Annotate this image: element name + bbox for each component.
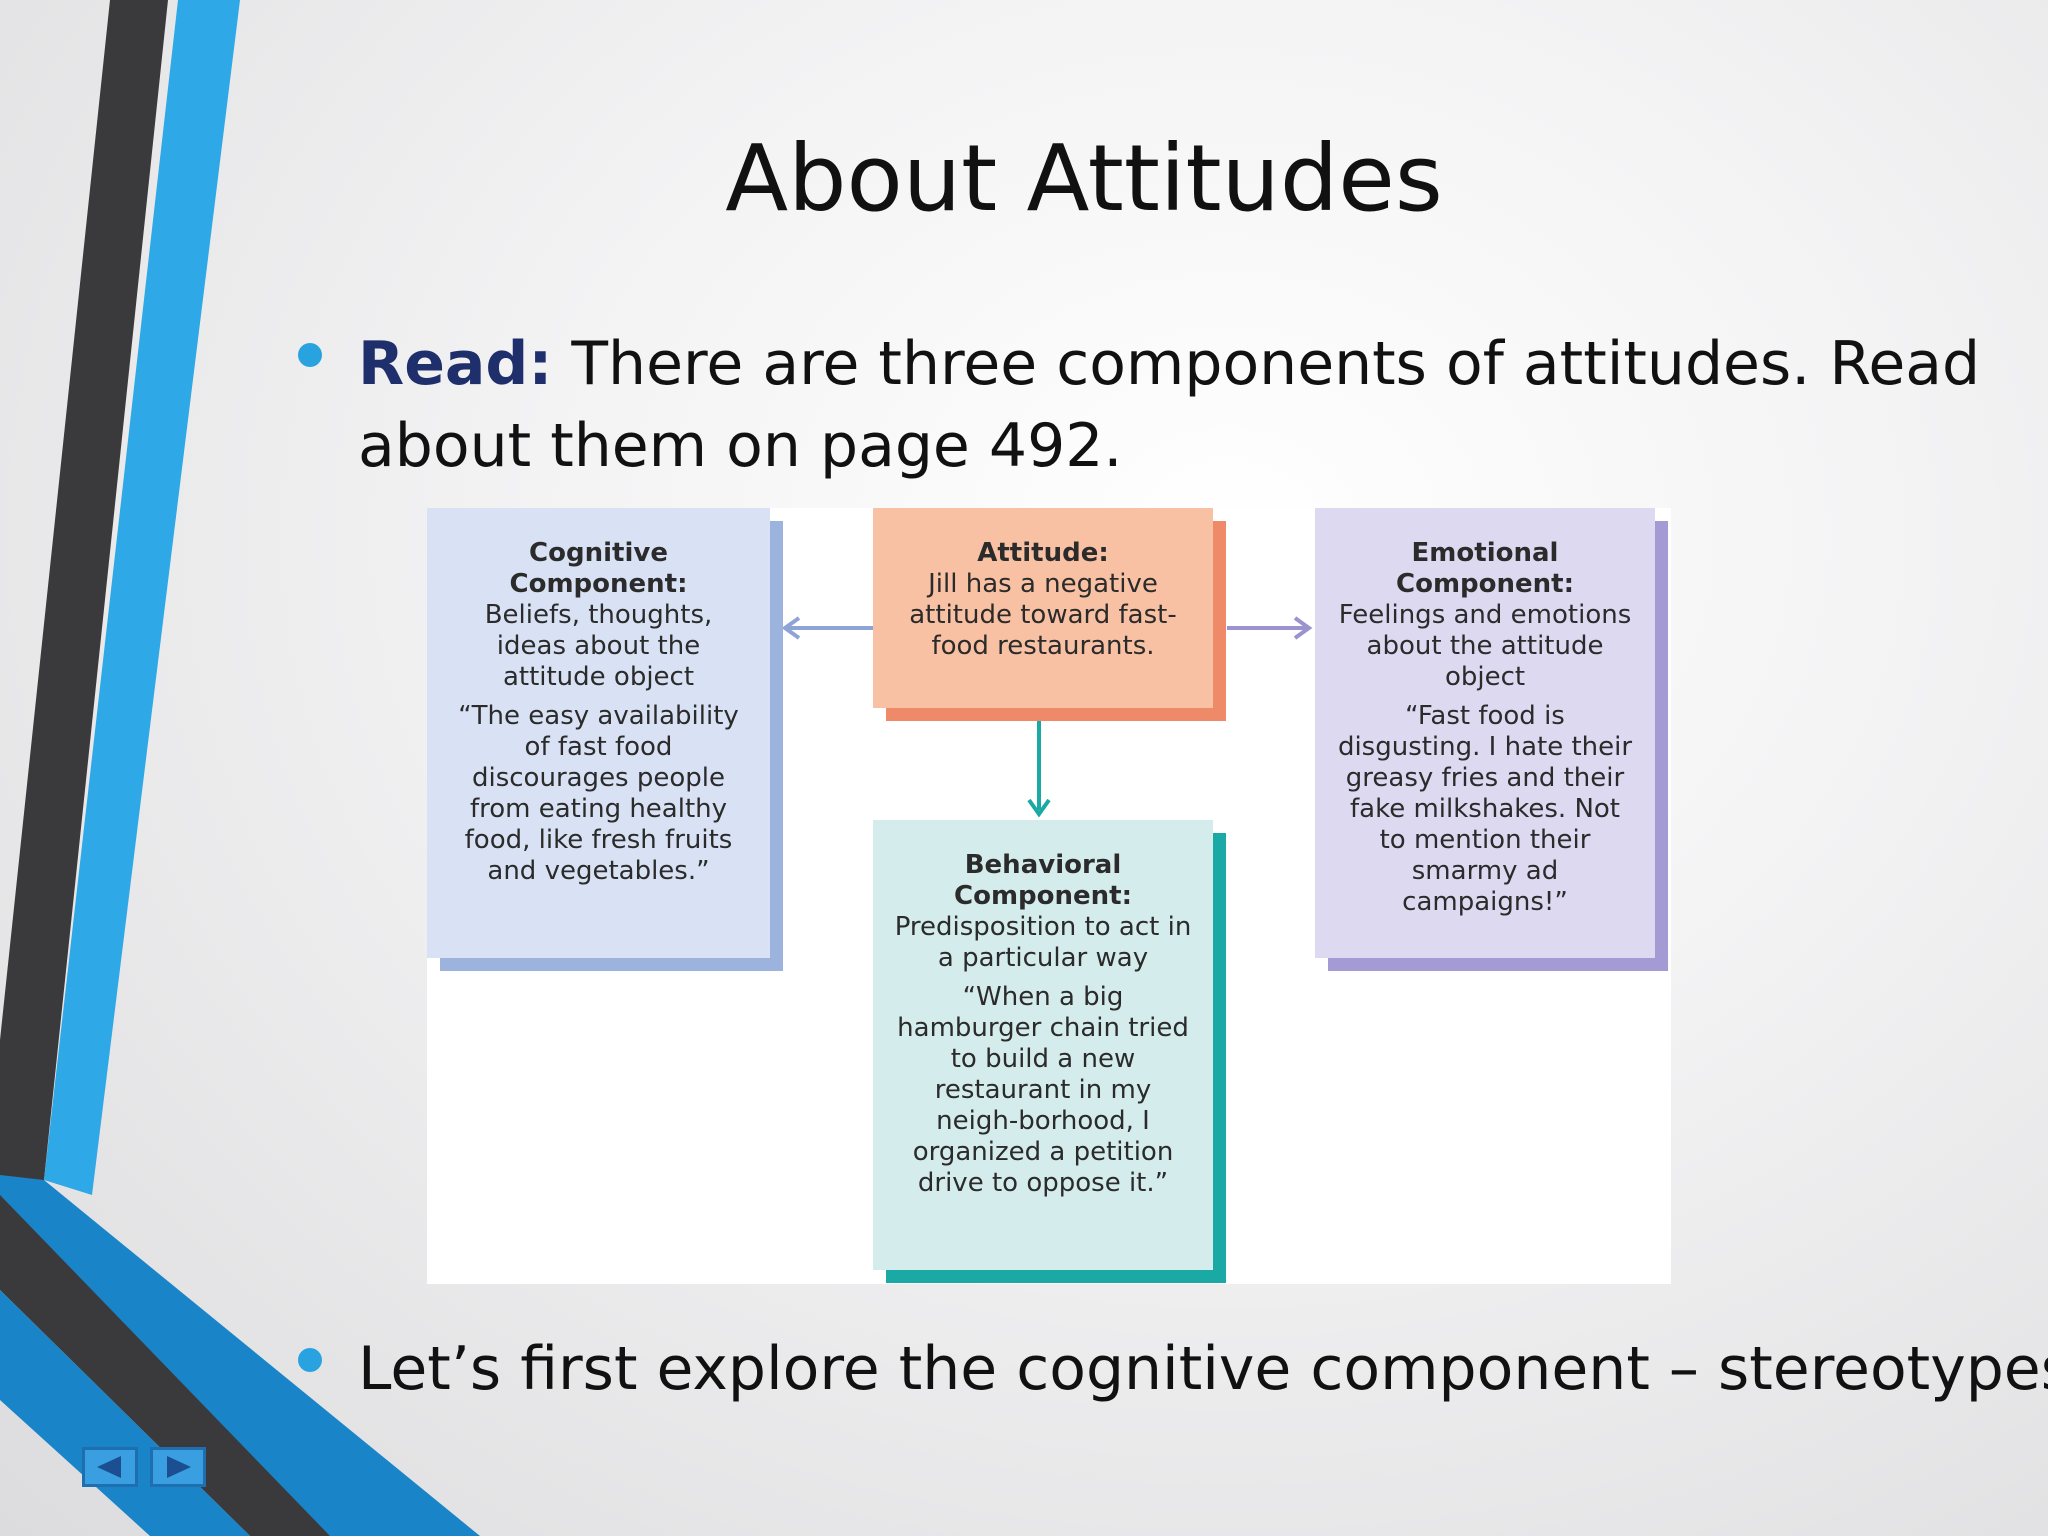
bullet-explore: Let’s first explore the cognitive compon… — [298, 1328, 2048, 1410]
emotional-quote: “Fast food is disgusting. I hate their g… — [1337, 701, 1633, 917]
cognitive-heading: Cognitive Component: — [509, 538, 688, 599]
emotional-desc: Feelings and emotions about the attitude… — [1338, 600, 1632, 692]
previous-slide-button[interactable] — [82, 1447, 138, 1487]
behavioral-component-box: Behavioral Component: Predisposition to … — [873, 820, 1213, 1270]
attitude-box: Attitude: Jill has a negative attitude t… — [873, 508, 1213, 708]
bullet-dot-icon — [298, 343, 322, 367]
attitude-components-diagram: Cognitive Component: Beliefs, thoughts, … — [427, 508, 1671, 1284]
next-slide-button[interactable] — [150, 1447, 206, 1487]
cognitive-component-box: Cognitive Component: Beliefs, thoughts, … — [427, 508, 770, 958]
bullet-text: There are three components of attitudes.… — [358, 329, 1981, 481]
bullet-lead: Read: — [358, 329, 553, 399]
attitude-desc: Jill has a negative attitude toward fast… — [909, 569, 1177, 661]
emotional-component-box: Emotional Component: Feelings and emotio… — [1315, 508, 1655, 958]
cognitive-quote: “The easy availability of fast food disc… — [458, 701, 739, 886]
behavioral-desc: Predisposition to act in a particular wa… — [894, 912, 1192, 973]
right-triangle-icon — [167, 1456, 191, 1478]
diagram-arrows — [781, 616, 1313, 818]
cognitive-desc: Beliefs, thoughts, ideas about the attit… — [484, 600, 713, 692]
behavioral-heading: Behavioral Component: — [954, 850, 1132, 911]
attitude-heading: Attitude: — [977, 538, 1109, 568]
slide-title: About Attitudes — [725, 125, 1443, 232]
emotional-heading: Emotional Component: — [1396, 538, 1574, 599]
behavioral-quote: “When a big hamburger chain tried to bui… — [897, 982, 1189, 1198]
bullet-dot-icon — [298, 1348, 322, 1372]
bullet-read: Read: There are three components of atti… — [298, 323, 1988, 487]
bullet-text: Let’s first explore the cognitive compon… — [358, 1334, 2048, 1404]
left-triangle-icon — [97, 1456, 121, 1478]
